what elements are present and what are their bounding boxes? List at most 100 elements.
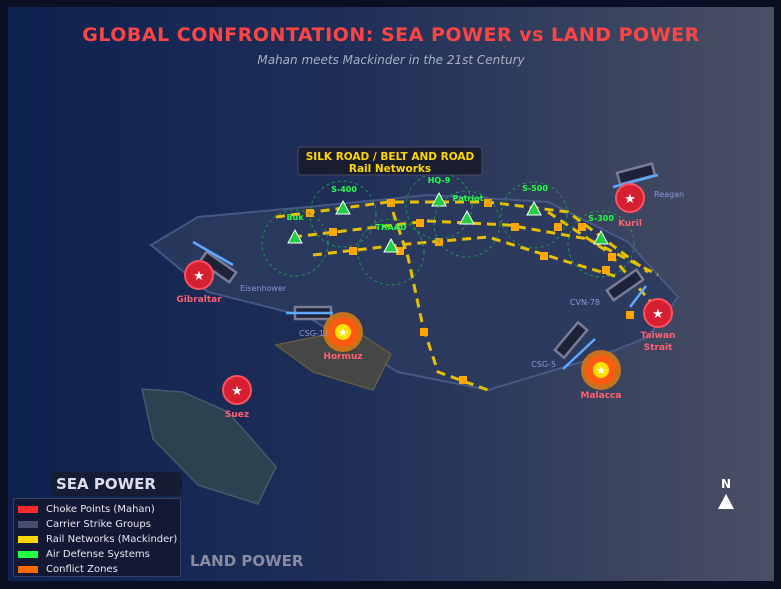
rail-station xyxy=(511,223,519,231)
air-defense-label: S-300 xyxy=(588,214,614,223)
choke-point-label: Suez xyxy=(225,410,249,420)
legend-swatch xyxy=(18,566,38,573)
rail-station xyxy=(602,266,610,274)
legend-item: Choke Points (Mahan) xyxy=(18,502,180,517)
rail-network-label xyxy=(297,146,483,176)
page-subtitle: Mahan meets Mackinder in the 21st Centur… xyxy=(257,53,525,67)
air-defense-label: S-400 xyxy=(331,185,357,194)
rail-station xyxy=(329,228,337,236)
air-defense-label: HQ-9 xyxy=(428,176,451,185)
rail-label-line1: SILK ROAD / BELT AND ROAD xyxy=(306,151,475,163)
choke-point-label: Gibraltar xyxy=(176,295,222,305)
carrier-label: CVN-78 xyxy=(570,298,600,307)
choke-point-marker xyxy=(615,183,645,213)
choke-point-label-line: Taiwan xyxy=(641,331,676,341)
rail-station xyxy=(578,223,586,231)
carrier-icon xyxy=(198,250,238,284)
page-title: GLOBAL CONFRONTATION: SEA POWER vs LAND … xyxy=(82,24,700,46)
carrier-heading-arrow xyxy=(562,338,596,370)
legend-label: Air Defense Systems xyxy=(46,549,150,560)
rail-station xyxy=(459,376,467,384)
rail-station xyxy=(387,199,395,207)
rail-station xyxy=(626,311,634,319)
legend-swatch xyxy=(18,536,38,543)
air-defense-icon xyxy=(526,200,542,216)
conflict-zone-label: Hormuz xyxy=(323,352,362,362)
compass-label: N xyxy=(720,477,732,491)
rail-station xyxy=(396,247,404,255)
star-icon: ★ xyxy=(596,364,606,377)
carrier-label: Reagan xyxy=(654,190,684,199)
air-defense-icon xyxy=(383,237,399,253)
compass: N xyxy=(718,477,734,509)
legend-label: Rail Networks (Mackinder) xyxy=(46,534,178,545)
legend-label: Conflict Zones xyxy=(46,564,118,575)
air-defense-site xyxy=(433,190,501,258)
star-icon: ★ xyxy=(338,326,348,339)
star-icon: ★ xyxy=(652,307,664,322)
rail-label-line2: Rail Networks xyxy=(349,163,431,175)
air-defense-icon xyxy=(459,209,475,225)
air-defense-label: THAAD xyxy=(375,223,407,232)
legend: Choke Points (Mahan) Carrier Strike Grou… xyxy=(13,498,181,577)
conflict-zone-label: Malacca xyxy=(581,391,622,401)
air-defense-label: Buk xyxy=(286,213,304,222)
choke-point-marker xyxy=(222,375,252,405)
rail-station xyxy=(416,219,424,227)
air-defense-site xyxy=(357,218,425,286)
carrier-strike-group xyxy=(198,250,238,284)
air-defense-site xyxy=(500,181,568,249)
rail-station xyxy=(484,199,492,207)
choke-point-label: Kuril xyxy=(618,219,642,229)
north-arrow-icon xyxy=(718,494,734,509)
air-defense-label: S-500 xyxy=(522,184,548,193)
africa-landmass xyxy=(141,388,277,505)
star-icon: ★ xyxy=(231,384,243,399)
rail-label-box xyxy=(297,146,483,176)
rail-line xyxy=(391,211,489,392)
choke-point-marker xyxy=(184,260,214,290)
air-defense-range xyxy=(567,210,635,278)
star-icon: ★ xyxy=(624,192,636,207)
carrier-heading-arrow xyxy=(192,240,234,267)
air-defense-icon xyxy=(593,229,609,245)
sea-power-panel: SEA POWER xyxy=(51,472,182,496)
air-defense-range xyxy=(405,172,473,240)
legend-item: Rail Networks (Mackinder) xyxy=(18,532,180,547)
land-power-panel: LAND POWER xyxy=(190,552,304,570)
legend-label: Choke Points (Mahan) xyxy=(46,504,155,515)
air-defense-range xyxy=(500,181,568,249)
air-defense-site xyxy=(567,210,635,278)
rail-station xyxy=(420,328,428,336)
carrier-icon xyxy=(605,268,645,302)
choke-point-marker xyxy=(643,298,673,328)
carrier-strike-group xyxy=(605,268,645,302)
legend-swatch xyxy=(18,521,38,528)
legend-label: Carrier Strike Groups xyxy=(46,519,151,530)
air-defense-range xyxy=(433,190,501,258)
air-defense-range xyxy=(261,209,329,277)
legend-item: Carrier Strike Groups xyxy=(18,517,180,532)
carrier-heading-arrow xyxy=(612,173,659,189)
rail-line xyxy=(312,235,619,279)
carrier-icon xyxy=(553,320,589,360)
legend-item: Air Defense Systems xyxy=(18,547,180,562)
carrier-strike-group xyxy=(553,320,589,360)
rail-line xyxy=(292,219,659,277)
carrier-label: Eisenhower xyxy=(240,284,287,293)
air-defense-label: Patriot xyxy=(453,194,484,203)
carrier-label: CSG-12 xyxy=(299,329,329,338)
air-defense-icon xyxy=(335,199,351,215)
conflict-zone-core xyxy=(593,362,609,378)
rail-station xyxy=(540,252,548,260)
air-defense-icon xyxy=(287,228,303,244)
choke-point-label-line: Strait xyxy=(644,343,673,353)
star-icon: ★ xyxy=(193,269,205,284)
legend-swatch xyxy=(18,506,38,513)
carrier-heading-arrow xyxy=(629,285,647,308)
air-defense-site xyxy=(309,180,377,248)
air-defense-site xyxy=(261,209,329,277)
legend-item: Conflict Zones xyxy=(18,562,180,577)
